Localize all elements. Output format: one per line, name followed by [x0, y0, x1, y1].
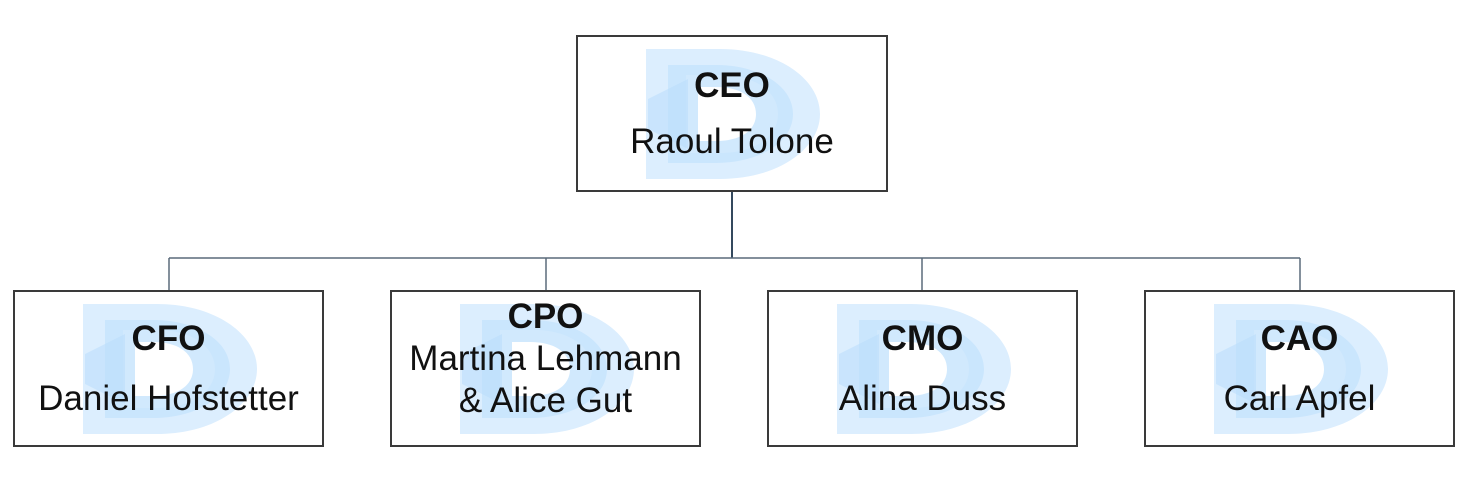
node-name: Alina Duss [838, 378, 1007, 418]
node-role: CAO [1260, 318, 1339, 358]
node-role: CFO [131, 318, 206, 358]
node-name-line: Martina Lehmann [409, 339, 682, 378]
org-node-cao: CAO Carl Apfel [1144, 290, 1455, 447]
node-name-line: & Alice Gut [458, 381, 633, 420]
node-role: CEO [694, 65, 770, 105]
node-name: Carl Apfel [1223, 378, 1376, 418]
org-node-cmo: CMO Alina Duss [767, 290, 1078, 447]
node-name: Daniel Hofstetter [38, 378, 299, 418]
org-node-ceo: CEO Raoul Tolone [576, 35, 888, 192]
org-node-cfo: CFO Daniel Hofstetter [13, 290, 324, 447]
org-node-cpo: CPO Martina Lehmann & Alice Gut [390, 290, 701, 447]
node-role: CMO [881, 318, 964, 358]
node-name: Martina Lehmann & Alice Gut [409, 338, 681, 422]
node-role: CPO [507, 297, 584, 336]
node-name: Raoul Tolone [630, 121, 834, 161]
